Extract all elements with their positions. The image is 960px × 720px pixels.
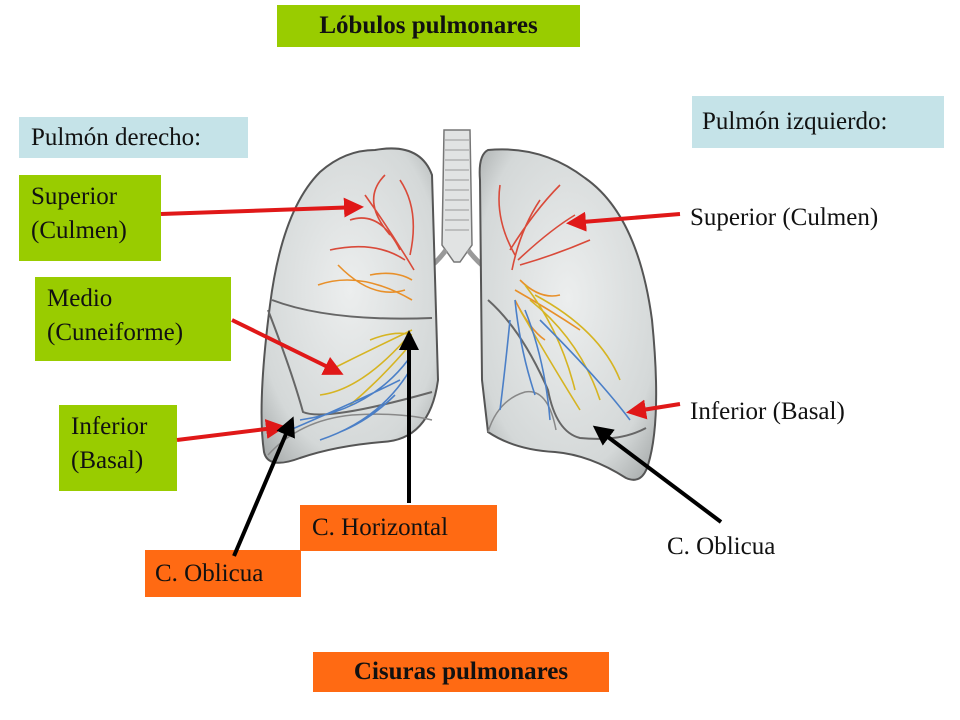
left-superior-label: Superior (Culmen) (690, 204, 879, 231)
right-inferior-line1: Inferior (71, 413, 148, 440)
right-superior-line1: Superior (31, 183, 118, 210)
right-medio-label: Medio (Cuneiforme) (35, 277, 231, 361)
arrow-oblique-left (592, 425, 723, 524)
fissure-arrows (232, 330, 723, 557)
arrow-oblique-right (232, 416, 295, 557)
arrow-right-inferior (176, 419, 286, 442)
right-medio-line2: (Cuneiforme) (47, 319, 184, 346)
arrow-right-medio (231, 318, 344, 375)
lobe-arrows (160, 197, 681, 442)
left-inferior-label: Inferior (Basal) (690, 398, 845, 425)
arrow-left-superior (566, 211, 681, 232)
oblique-fissure-right-label: C. Oblicua (145, 550, 301, 597)
oblique-fissure-left-label: C. Oblicua (667, 533, 776, 560)
horizontal-fissure-label: C. Horizontal (300, 505, 497, 551)
right-superior-label: Superior (Culmen) (19, 175, 161, 261)
right-medio-line1: Medio (47, 285, 113, 312)
left-lung (478, 148, 658, 481)
arrow-right-superior (160, 197, 364, 218)
right-inferior-line2: (Basal) (71, 447, 144, 474)
title-label: Lóbulos pulmonares (277, 5, 580, 47)
arrow-left-inferior (626, 399, 681, 420)
right-lung-heading: Pulmón derecho: (19, 117, 248, 158)
right-lung (260, 147, 440, 464)
left-lung-heading: Pulmón izquierdo: (692, 96, 944, 148)
subtitle-label: Cisuras pulmonares (313, 652, 609, 692)
right-inferior-label: Inferior (Basal) (59, 405, 177, 491)
right-superior-line2: (Culmen) (31, 217, 127, 244)
